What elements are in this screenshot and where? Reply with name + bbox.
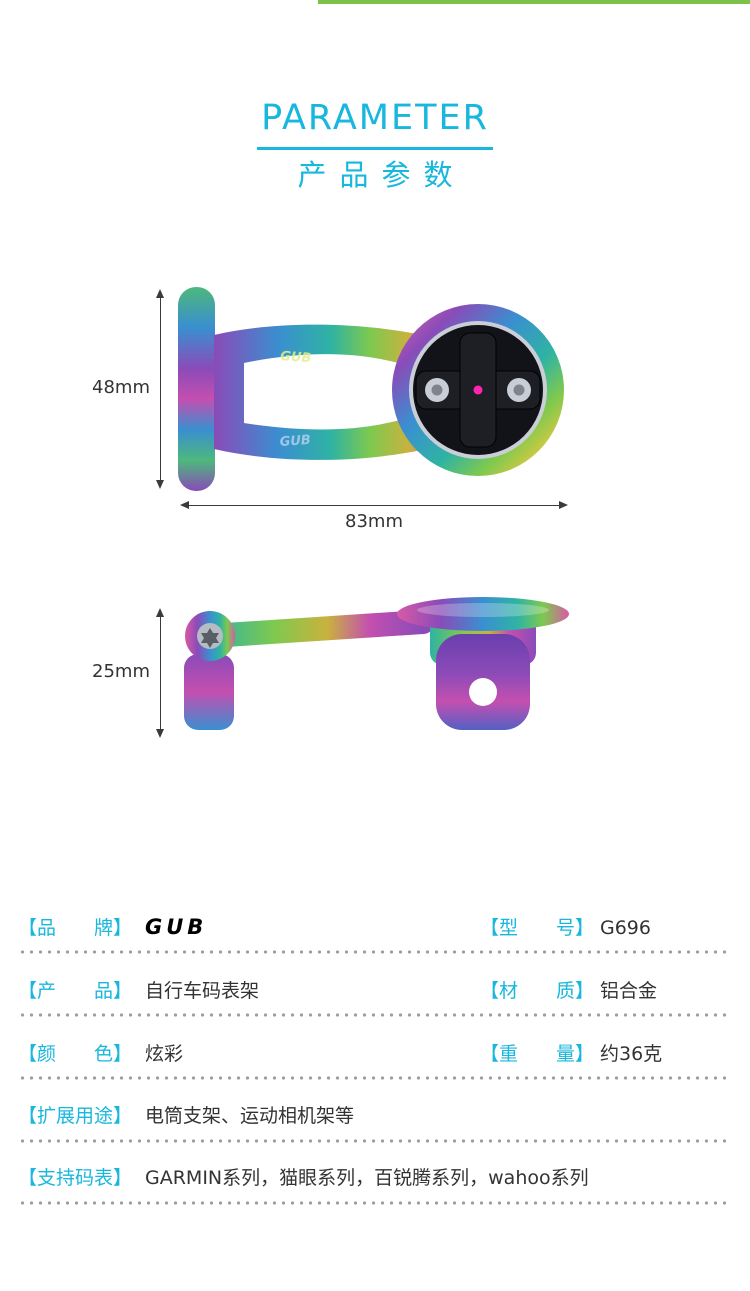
dotted-divider [18,1076,730,1080]
spec-value-model: G696 [600,917,651,939]
arrow-right-icon [559,501,568,509]
head-disc-edge [397,597,569,631]
spec-cell-extended-use: 【扩展用途】 电筒支架、运动相机架等 [18,1101,354,1128]
dimension-line [187,504,561,506]
spec-row-brand-model: 【品 牌】 GUB 【型 号】 G696 [18,913,730,941]
torx-screw-icon [201,628,219,648]
spec-cell-weight: 【重 量】 约36克 [480,1039,662,1066]
spec-row-supported-computers: 【支持码表】 GARMIN系列，猫眼系列，百锐腾系列，wahoo系列 [18,1163,730,1191]
side-arm [198,610,435,648]
dotted-divider [18,1013,730,1017]
front-height-dimension-arrow [156,289,164,489]
dotted-divider [18,950,730,954]
dotted-divider [18,1139,730,1143]
arrow-up-icon [156,608,164,617]
spec-cell-product: 【产 品】 自行车码表架 [18,976,259,1003]
spec-label-color: 【颜 色】 [18,1043,133,1065]
front-width-dimension-arrow [180,501,568,509]
spec-value-material: 铝合金 [600,980,658,1002]
page-title: PARAMETER [0,98,750,150]
spec-cell-brand: 【品 牌】 GUB [18,913,207,940]
page-subtitle: 产品参数 [297,158,466,192]
side-height-label: 25mm [92,661,150,682]
arm-marking-top: GUB [280,349,312,366]
spec-label-material: 【材 质】 [480,980,595,1002]
top-accent-line [318,0,750,4]
spec-row-color-weight: 【颜 色】 炫彩 【重 量】 约36克 [18,1039,730,1067]
arrow-up-icon [156,289,164,298]
spec-row-extended-use: 【扩展用途】 电筒支架、运动相机架等 [18,1101,730,1129]
screw-right-socket [513,384,525,396]
dotted-divider [18,1201,730,1205]
spec-value-product: 自行车码表架 [145,980,260,1002]
spec-cell-model: 【型 号】 G696 [480,913,651,940]
spec-label-model: 【型 号】 [480,917,595,939]
brand-logo: GUB [145,915,208,939]
front-width-label: 83mm [345,511,403,532]
head-disc-highlight [417,603,549,617]
spec-label-weight: 【重 量】 [480,1043,595,1065]
spec-cell-supported-computers: 【支持码表】 GARMIN系列，猫眼系列，百锐腾系列，wahoo系列 [18,1163,589,1190]
side-height-dimension-arrow [156,608,164,738]
spec-label-supported-computers: 【支持码表】 [18,1167,133,1189]
spec-value-weight: 约36克 [600,1043,663,1065]
front-height-label: 48mm [92,377,150,398]
mount-plate [178,287,215,491]
arrow-left-icon [180,501,189,509]
spec-label-brand: 【品 牌】 [18,917,133,939]
side-view-image [184,597,569,730]
spec-value-extended-use: 电筒支架、运动相机架等 [145,1105,355,1127]
spec-label-extended-use: 【扩展用途】 [18,1105,133,1127]
spec-label-product: 【产 品】 [18,980,133,1002]
arrow-down-icon [156,729,164,738]
dimension-line [159,615,161,731]
spec-row-product-material: 【产 品】 自行车码表架 【材 质】 铝合金 [18,976,730,1004]
gopro-tab-hole [469,678,497,706]
spec-cell-material: 【材 质】 铝合金 [480,976,657,1003]
front-view-image: GUB GUB [178,287,564,491]
stem-clamp-body [184,654,234,730]
arm-marking-bottom: GUB [279,433,311,450]
spec-cell-color: 【颜 色】 炫彩 [18,1039,183,1066]
spec-value-color: 炫彩 [145,1043,184,1065]
center-dot [473,385,483,395]
page-title-text: PARAMETER [257,98,493,150]
arrow-down-icon [156,480,164,489]
dimension-line [159,296,161,482]
spec-value-supported-computers: GARMIN系列，猫眼系列，百锐腾系列，wahoo系列 [145,1167,589,1189]
screw-left-socket [431,384,443,396]
